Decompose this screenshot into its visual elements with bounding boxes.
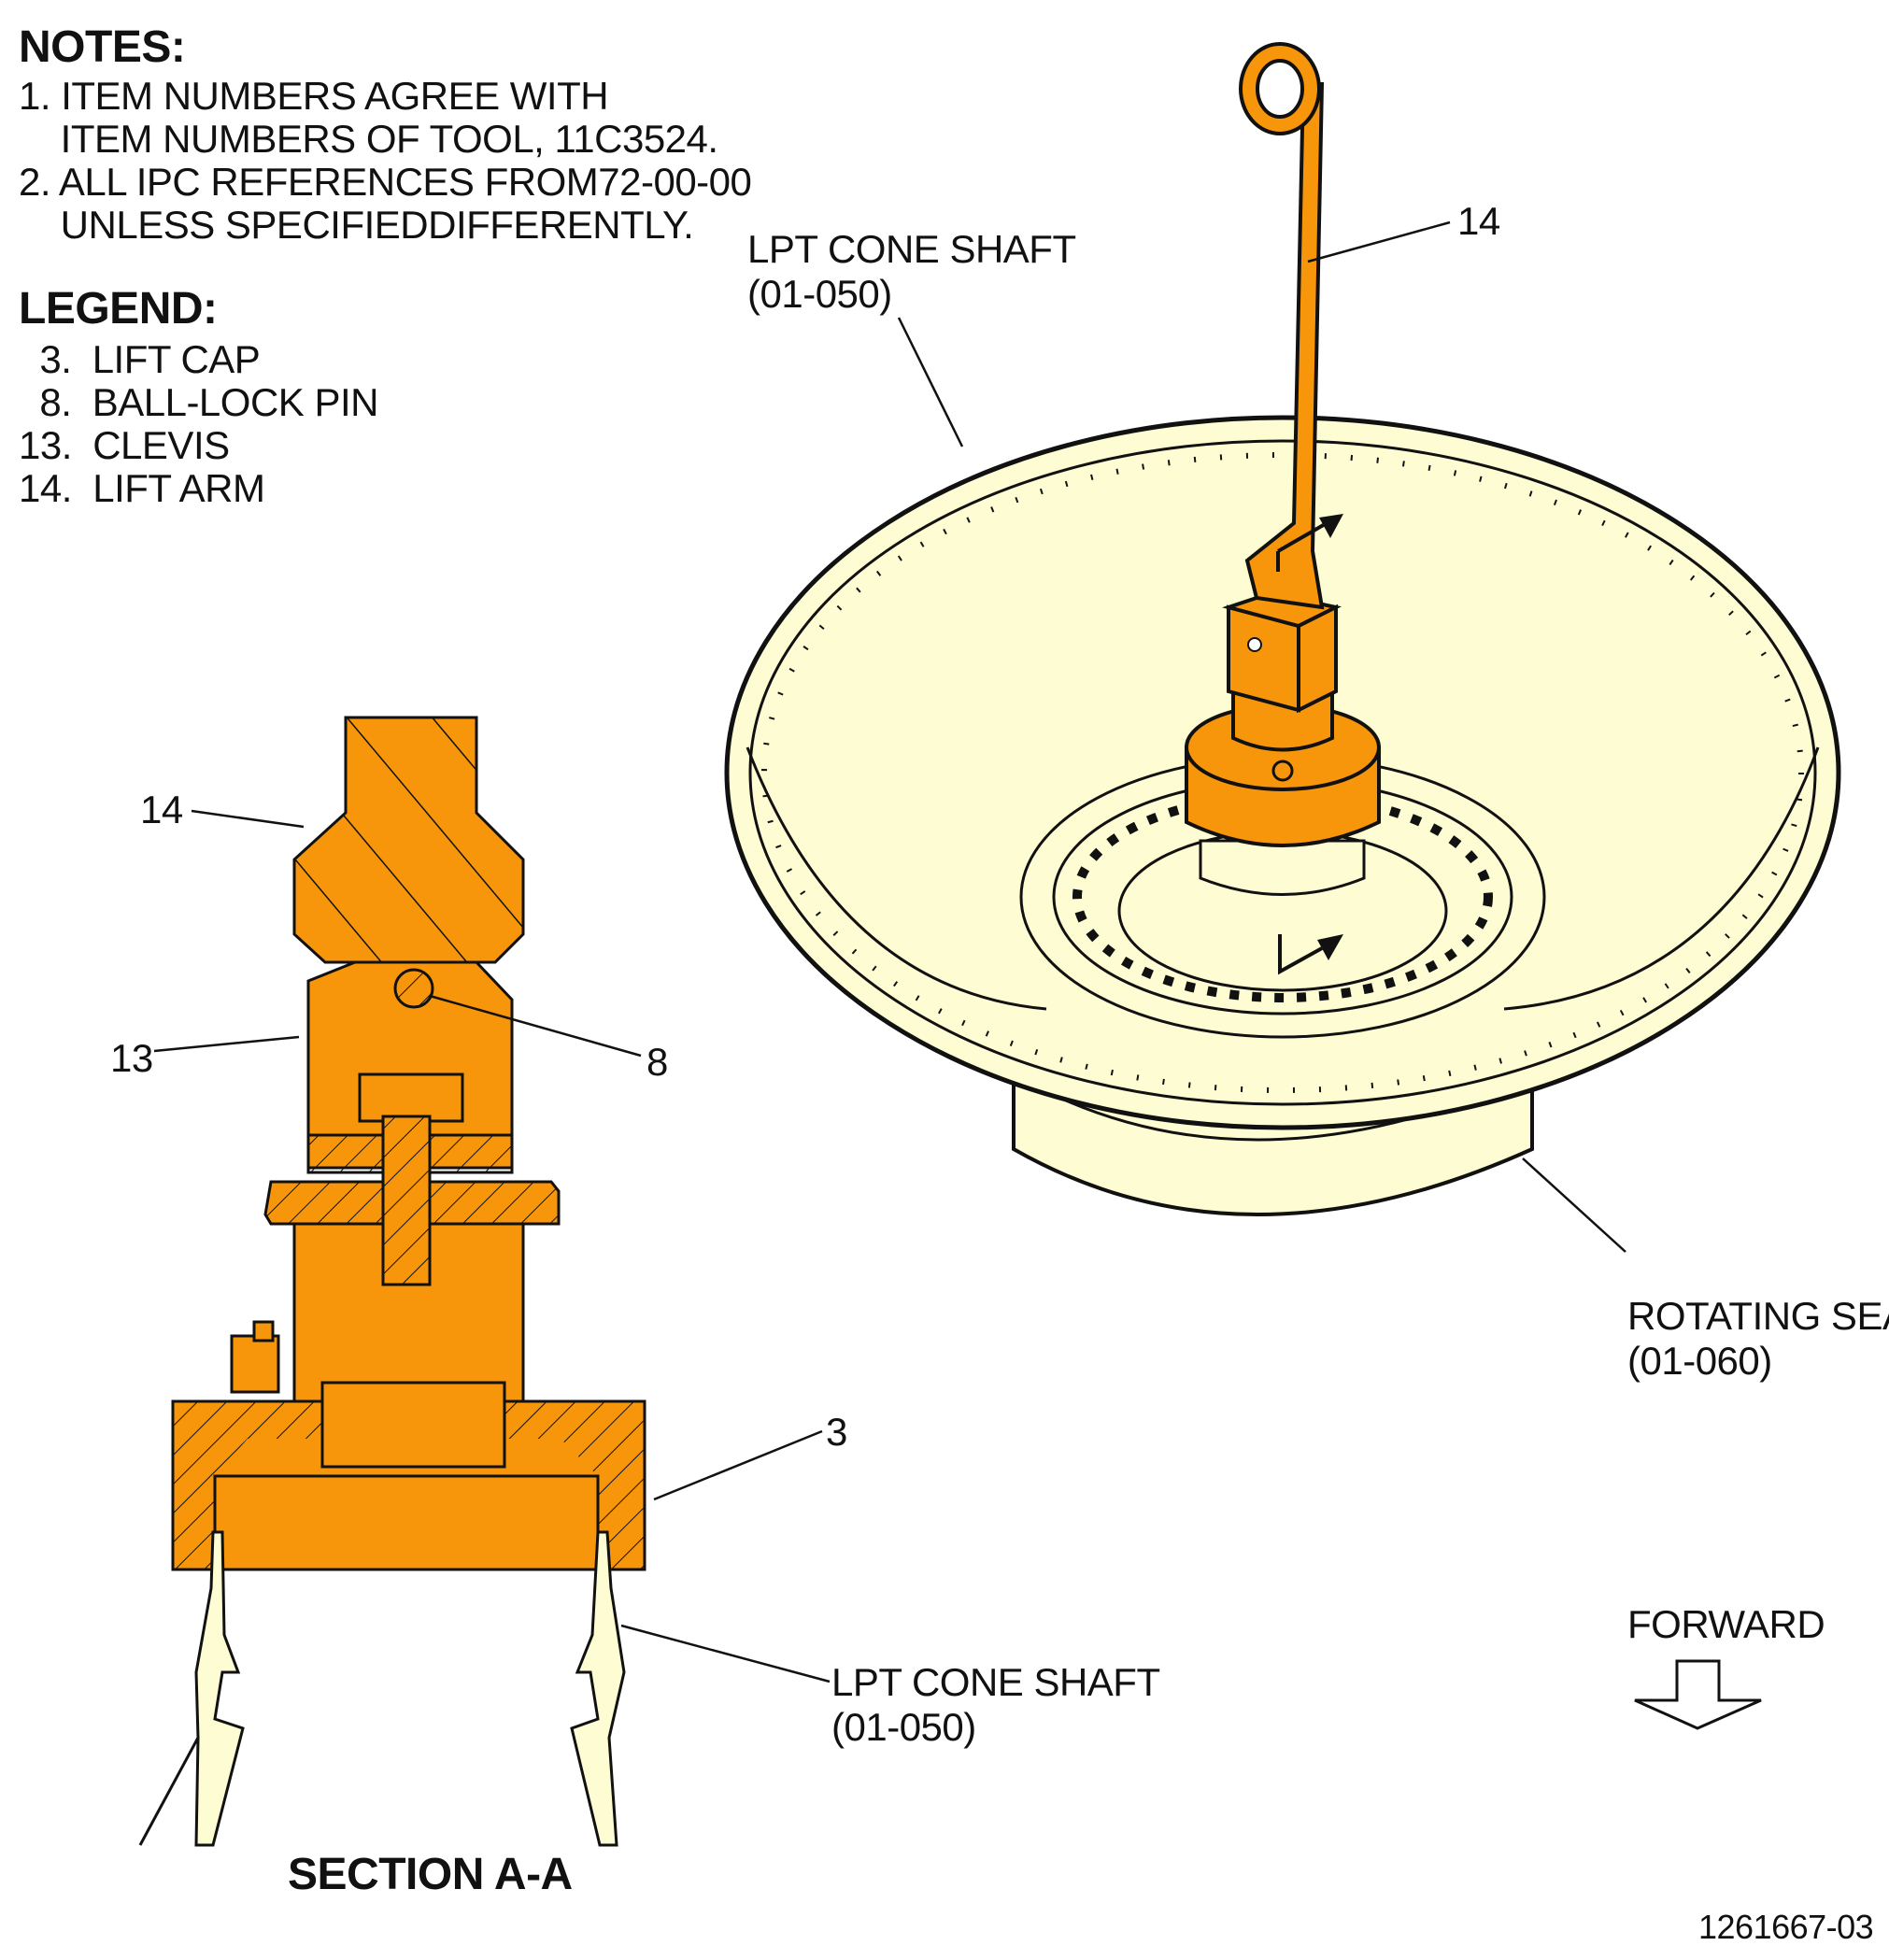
legend-item-lift-arm: 14. LIFT ARM xyxy=(19,466,265,510)
figure-number: 1261667-03 xyxy=(1698,1908,1874,1946)
legend-item-ball-lock-pin: 8. BALL-LOCK PIN xyxy=(19,380,378,424)
ball-lock-pin-section xyxy=(393,968,434,1009)
callout-lift-arm-14: 14 xyxy=(1457,199,1500,243)
section-cut-markers xyxy=(1276,514,1343,975)
callout-section-8: 8 xyxy=(646,1040,668,1084)
forward-arrow-icon xyxy=(1634,1659,1762,1730)
lift-arm-section xyxy=(292,716,525,964)
notes-heading: NOTES: xyxy=(19,22,186,72)
note-line-2: ITEM NUMBERS OF TOOL, 11C3524. xyxy=(19,117,718,161)
legend-item-lift-cap: 3. LIFT CAP xyxy=(19,337,261,381)
lift-cap-section xyxy=(171,1115,646,1571)
callout-rotating-seal-line2: (01-060) xyxy=(1627,1339,1772,1383)
callout-lpt-cone-shaft-top-line1: LPT CONE SHAFT xyxy=(747,227,1076,271)
callout-section-3: 3 xyxy=(826,1410,847,1454)
callout-section-13: 13 xyxy=(110,1036,153,1080)
callout-section-14: 14 xyxy=(140,788,183,831)
clevis-isometric xyxy=(1222,590,1342,714)
forward-label: FORWARD xyxy=(1627,1602,1825,1646)
callout-lpt-cone-shaft-bottom-line2: (01-050) xyxy=(831,1705,976,1749)
callout-lpt-cone-shaft-top-line2: (01-050) xyxy=(747,272,892,316)
lpt-cone-shaft-section xyxy=(138,1530,626,1847)
note-line-3: 2. ALL IPC REFERENCES FROM72-00-00 xyxy=(19,160,752,204)
leader-lines-section xyxy=(153,809,831,1683)
lift-arm-isometric xyxy=(1239,42,1325,610)
note-line-4: UNLESS SPECIFIEDDIFFERENTLY. xyxy=(19,203,694,247)
leader-lines-isometric xyxy=(897,220,1626,1253)
callout-rotating-seal-line1: ROTATING SEAL xyxy=(1627,1294,1889,1338)
callout-lpt-cone-shaft-bottom-line1: LPT CONE SHAFT xyxy=(831,1660,1160,1704)
clevis-section xyxy=(306,960,514,1174)
legend-item-clevis: 13. CLEVIS xyxy=(19,423,230,467)
section-title: SECTION A-A xyxy=(288,1850,573,1899)
note-line-1: 1. ITEM NUMBERS AGREE WITH xyxy=(19,74,609,118)
legend-heading: LEGEND: xyxy=(19,284,218,334)
